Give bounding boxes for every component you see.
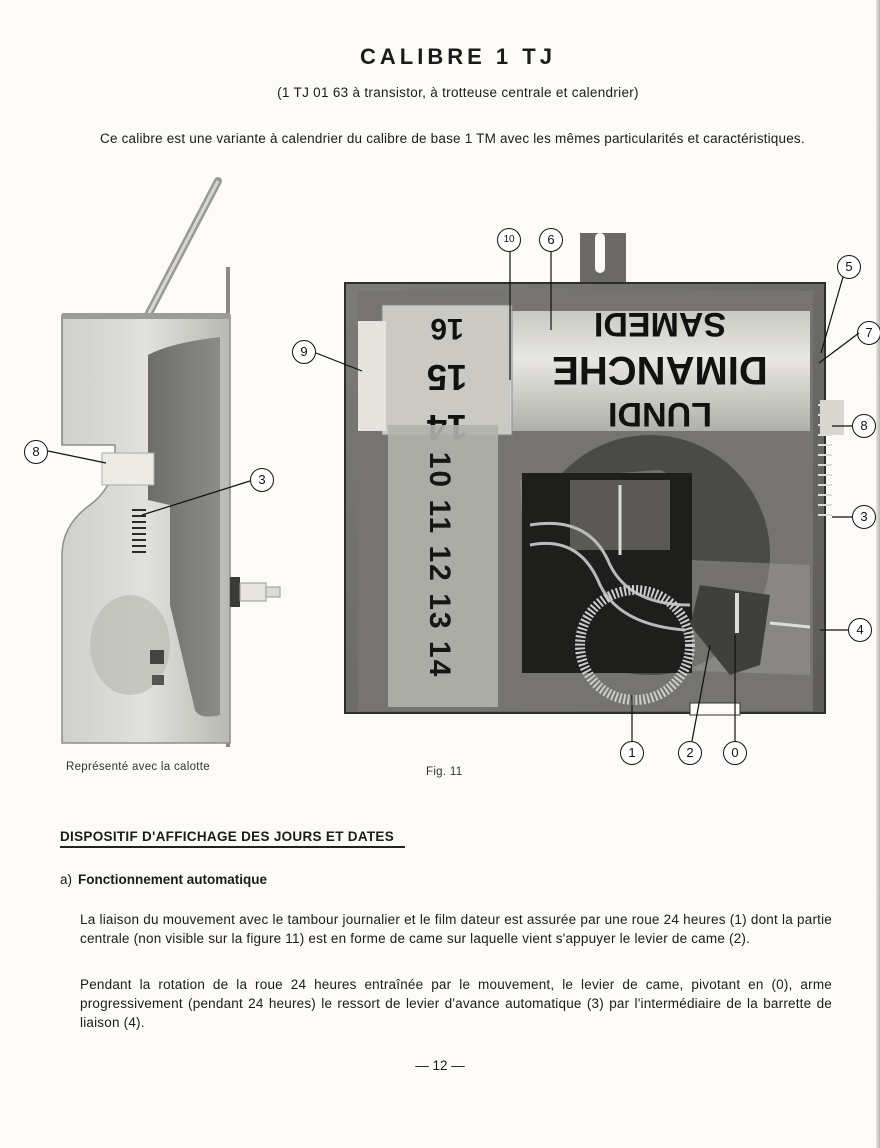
leader-line [48, 450, 107, 464]
paragraph-1: La liaison du mouvement avec le tambour … [80, 912, 832, 946]
leader-line [141, 480, 251, 516]
svg-text:16: 16 [430, 312, 463, 345]
callout-1: 1 [620, 741, 644, 765]
svg-text:10 11 12 13 14: 10 11 12 13 14 [423, 452, 456, 679]
svg-text:15: 15 [427, 357, 467, 398]
callout-8-main: 8 [852, 414, 876, 438]
callout-4: 4 [848, 618, 872, 642]
section-heading: DISPOSITIF D'AFFICHAGE DES JOURS ET DATE… [60, 829, 405, 848]
intro-paragraph: Ce calibre est une variante à calendrier… [100, 131, 805, 146]
callout-9: 9 [292, 340, 316, 364]
svg-text:DIMANCHE: DIMANCHE [552, 348, 768, 392]
callout-3-main: 3 [852, 505, 876, 529]
figure-caption: Fig. 11 [426, 766, 463, 778]
page-title: CALIBRE 1 TJ [360, 44, 556, 69]
page-subtitle: (1 TJ 01 63 à transistor, à trotteuse ce… [277, 85, 639, 100]
subsection-heading: a) Fonctionnement automatique [60, 872, 267, 887]
subsection-title: Fonctionnement automatique [78, 872, 268, 887]
svg-text:SAMEDI: SAMEDI [594, 305, 726, 343]
callout-8-side: 8 [24, 440, 48, 464]
main-movement-photo: LUNDI DIMANCHE SAMEDI 14 15 16 10 11 12 … [290, 225, 880, 775]
callout-3-side: 3 [250, 468, 274, 492]
callout-10: 10 [497, 228, 521, 252]
callout-2: 2 [678, 741, 702, 765]
page-number: — 12 — [415, 1058, 465, 1073]
page-edge-shadow [876, 0, 880, 1148]
paragraph-2: Pendant la rotation de la roue 24 heures… [80, 977, 832, 1030]
callout-0: 0 [723, 741, 747, 765]
side-view-caption: Représenté avec la calotte [66, 761, 210, 773]
callout-6: 6 [539, 228, 563, 252]
callout-5: 5 [837, 255, 861, 279]
drum-text-lundi: LUNDI [608, 395, 712, 433]
callout-7: 7 [857, 321, 880, 345]
subsection-marker: a) [60, 872, 73, 887]
side-view-photo: 8 3 [20, 175, 290, 750]
